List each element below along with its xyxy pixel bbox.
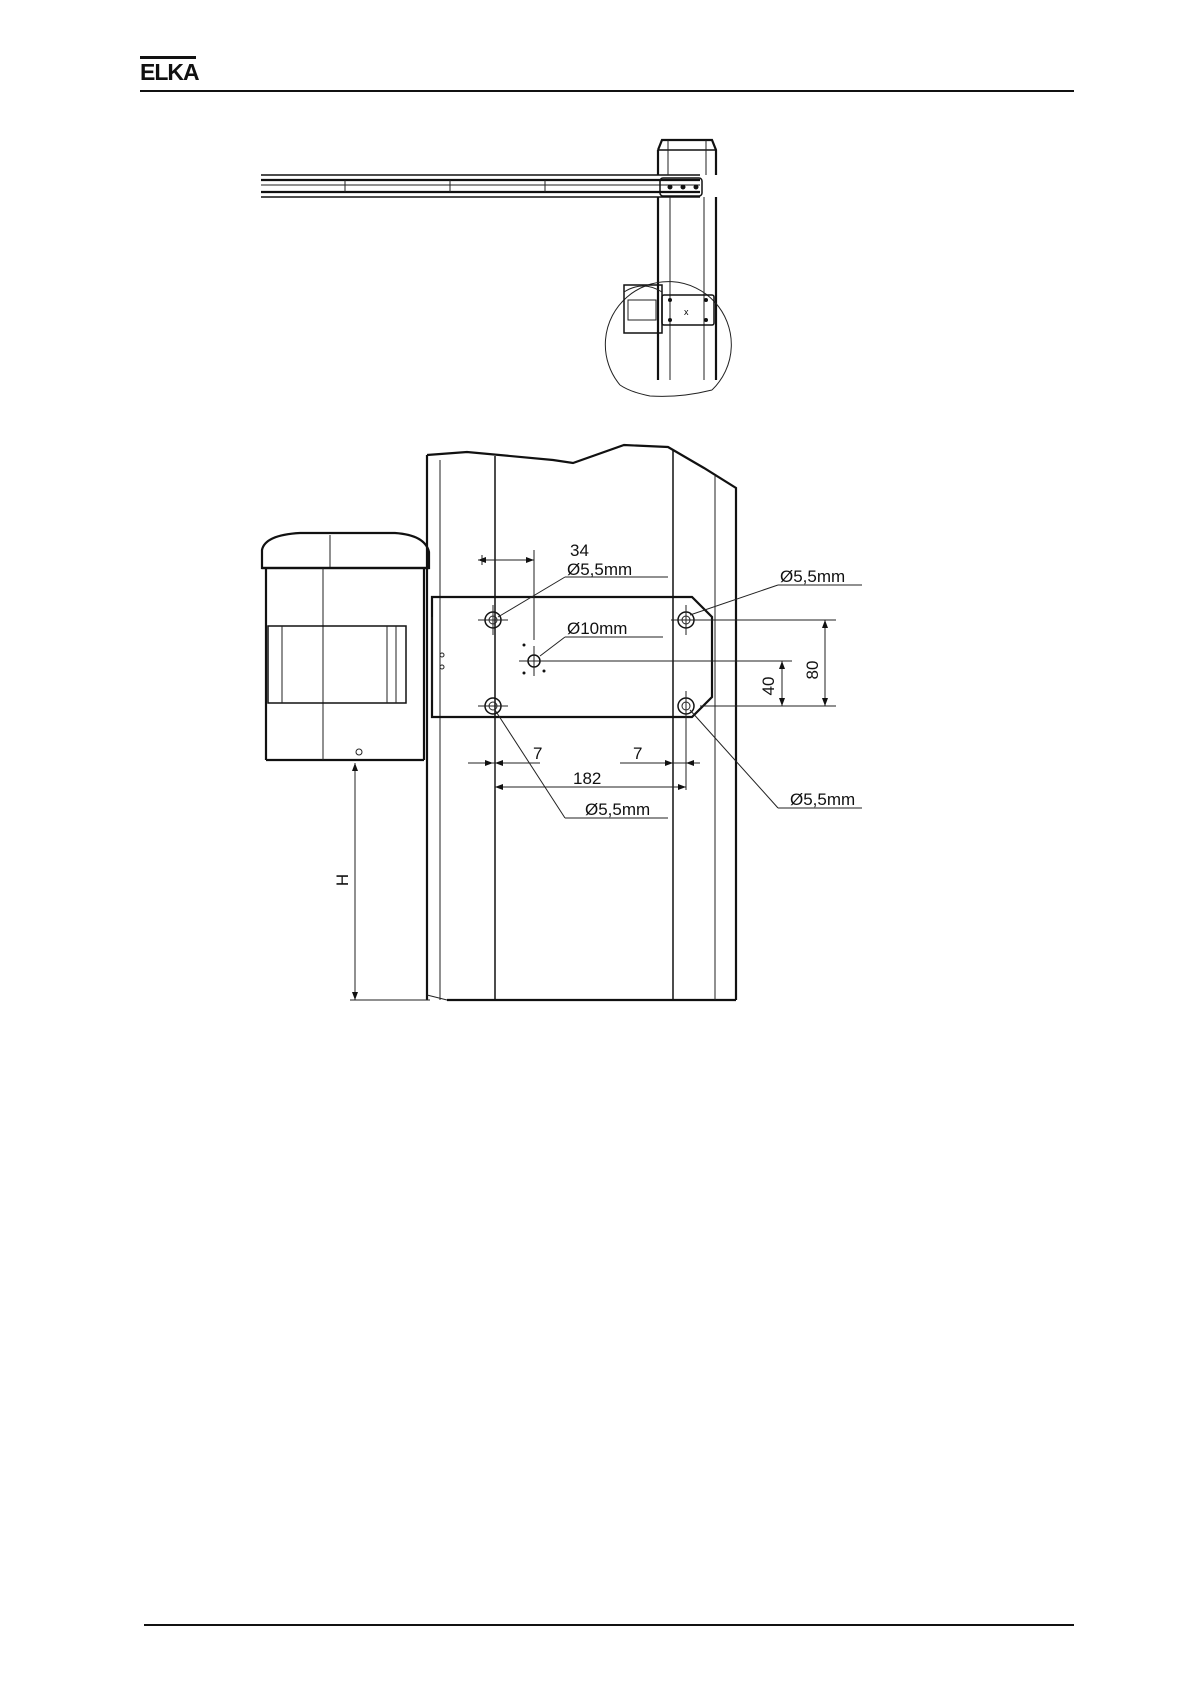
mounting-plate [432,597,712,717]
dim-34-label: 34 [570,541,589,560]
hole-label-top-right: Ø5,5mm [780,567,845,586]
hole-label-top-left: Ø5,5mm [567,560,632,579]
dim-80-label: 80 [803,661,822,680]
svg-text:x: x [684,307,689,317]
hole-label-center: Ø10mm [567,619,627,638]
column-body [427,445,736,1000]
hole-label-bottom-right: Ø5,5mm [790,790,855,809]
footer-rule [144,1624,1074,1626]
detail-circle: x [605,282,731,397]
dim-182-label: 182 [573,769,601,788]
dim-H-label: H [333,874,352,886]
dim-7-left-label: 7 [533,744,542,763]
motor-housing [262,533,444,760]
boom-arm-overview [261,175,702,197]
hole-label-bottom-left: Ø5,5mm [585,800,650,819]
dim-40-label: 40 [759,677,778,696]
barrier-column-overview [658,140,716,380]
dim-7-right-label: 7 [633,744,642,763]
